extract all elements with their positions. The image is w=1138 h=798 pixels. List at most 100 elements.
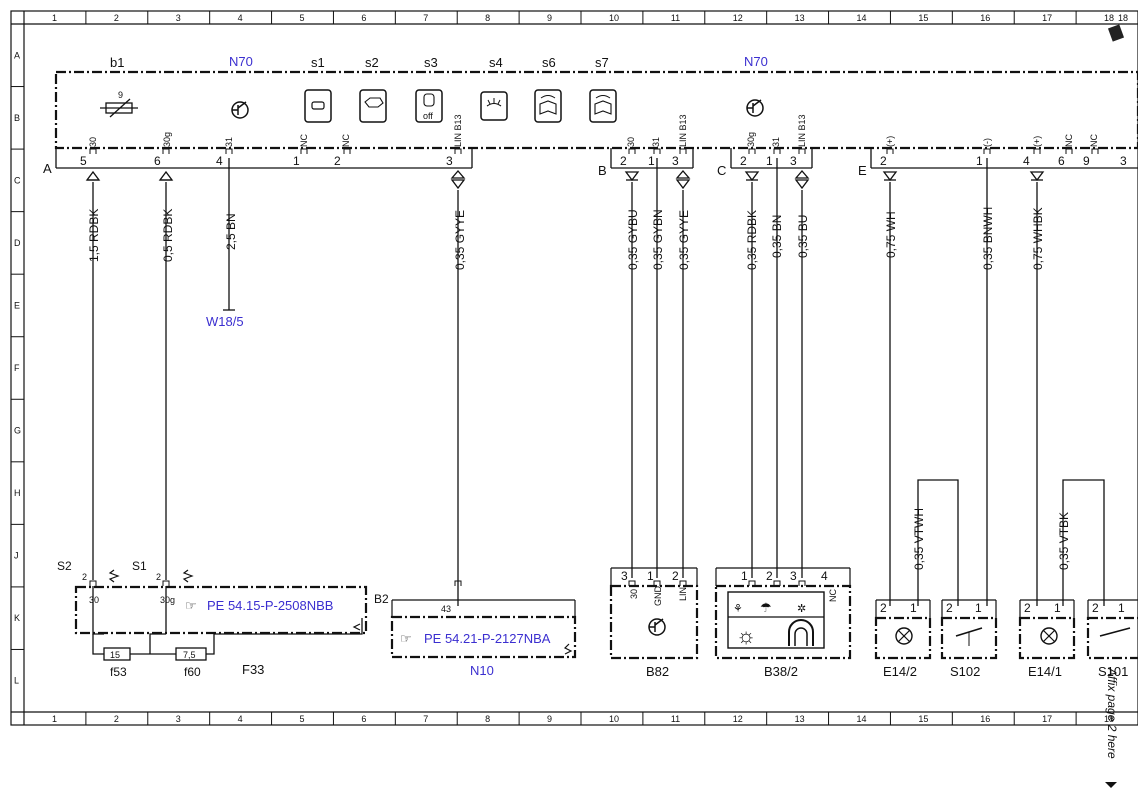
n10-pin: 43 bbox=[441, 604, 451, 614]
arrow-down-icon bbox=[1105, 782, 1117, 788]
wire-label-9: 0,35 BN bbox=[770, 215, 784, 258]
pin-num-e4: 4 bbox=[1023, 154, 1030, 168]
pin-label-31: 31 bbox=[224, 137, 234, 147]
wire-label-10: 0,35 BU bbox=[796, 215, 810, 258]
n10-reference-link[interactable]: PE 54.21-P-2127NBA bbox=[424, 631, 551, 646]
b382-p2: 2 bbox=[766, 569, 773, 583]
f33-s1-label: S1 bbox=[132, 559, 147, 573]
n10-label: N10 bbox=[470, 663, 494, 678]
pin-num-a4: 4 bbox=[216, 154, 223, 168]
col-number: 17 bbox=[1042, 714, 1052, 724]
row-letter: L bbox=[14, 676, 19, 686]
connector-b-label: B bbox=[598, 163, 607, 178]
f33-label: F33 bbox=[242, 662, 264, 677]
b382-box bbox=[714, 584, 852, 660]
b82-llin: LIN bbox=[678, 587, 688, 601]
row-letter: J bbox=[14, 551, 19, 561]
pin-label-e-plus2: (+) bbox=[1032, 136, 1042, 147]
switch-s6-icon bbox=[534, 89, 562, 123]
pin-stub bbox=[748, 580, 756, 586]
col-number: 5 bbox=[300, 13, 305, 23]
wire-label-1: 1,5 RDBK bbox=[87, 209, 101, 262]
row-letter: E bbox=[14, 300, 20, 310]
b82-box bbox=[609, 584, 699, 660]
b82-p3: 3 bbox=[621, 569, 628, 583]
s102-p2: 2 bbox=[946, 601, 953, 615]
pin-stub bbox=[886, 148, 894, 154]
s102-box bbox=[940, 616, 998, 660]
e142-p1: 1 bbox=[910, 601, 917, 615]
f33-pin2a: 2 bbox=[82, 572, 87, 582]
row-letter: D bbox=[14, 238, 21, 248]
pin-num-a5: 5 bbox=[80, 154, 87, 168]
pin-label-b31: 31 bbox=[651, 137, 661, 147]
n10-conn-label: B2 bbox=[374, 592, 389, 606]
label-s2: s2 bbox=[365, 55, 379, 70]
row-letter: G bbox=[14, 426, 21, 436]
pin-stub bbox=[454, 148, 462, 154]
wire-label-12: 0,35 BNWH bbox=[981, 207, 995, 270]
b382-p1: 1 bbox=[741, 569, 748, 583]
col-number: 6 bbox=[361, 13, 366, 23]
col-number: 4 bbox=[238, 13, 243, 23]
b82-transistor-icon bbox=[648, 618, 666, 636]
row-letter: B bbox=[14, 113, 20, 123]
connector-bidirectional-icon bbox=[675, 170, 691, 190]
e142-p2: 2 bbox=[880, 601, 887, 615]
label-s3: s3 bbox=[424, 55, 438, 70]
n10-box bbox=[390, 615, 577, 659]
pin-label-lin-a: LIN B13 bbox=[453, 114, 463, 147]
temperature-sensor-icon: 9 bbox=[100, 90, 138, 118]
wire-segment bbox=[206, 618, 363, 655]
fuse-f60-icon bbox=[175, 647, 207, 661]
e141-p2: 2 bbox=[1024, 601, 1031, 615]
col-number: 9 bbox=[547, 13, 552, 23]
pin-num-c3: 3 bbox=[790, 154, 797, 168]
pin-num-b1: 1 bbox=[648, 154, 655, 168]
wire-label-11: 0,75 WH bbox=[884, 211, 898, 258]
f33-reference-link[interactable]: PE 54.15-P-2508NBB bbox=[207, 598, 333, 613]
pin-num-e6: 6 bbox=[1058, 154, 1065, 168]
connector-arrow-icon bbox=[85, 170, 101, 181]
pin-stub bbox=[1065, 148, 1073, 154]
col-number: 5 bbox=[300, 714, 305, 724]
f33-box bbox=[74, 585, 368, 635]
pin-label-e-plus1: (+) bbox=[885, 136, 895, 147]
row-letter: K bbox=[14, 613, 20, 623]
wire-segment bbox=[1062, 479, 1105, 606]
pin-stub bbox=[628, 580, 636, 586]
row-letter: A bbox=[14, 50, 20, 60]
wire-label-8: 0,35 RDBK bbox=[745, 210, 759, 270]
b82-p2: 2 bbox=[672, 569, 679, 583]
relay-coil-icon bbox=[182, 569, 194, 583]
col-number: 18 bbox=[1104, 714, 1114, 724]
label-s6: s6 bbox=[542, 55, 556, 70]
switch-s2-icon bbox=[359, 89, 387, 123]
connector-c-label: C bbox=[717, 163, 726, 178]
connector-bidirectional-icon bbox=[794, 170, 810, 190]
col-number: 17 bbox=[1042, 13, 1052, 23]
label-s7: s7 bbox=[595, 55, 609, 70]
label-s1: s1 bbox=[311, 55, 325, 70]
pin-label-30g: 30g bbox=[162, 132, 172, 147]
switch-s7-icon bbox=[589, 89, 617, 123]
f33-pin30: 30 bbox=[89, 595, 99, 605]
connector-arrow-icon bbox=[1029, 171, 1045, 182]
col-number: 2 bbox=[114, 13, 119, 23]
col-number: 4 bbox=[238, 714, 243, 724]
b82-l30: 30 bbox=[629, 589, 639, 599]
b382-label: B38/2 bbox=[764, 664, 798, 679]
b82-lgnd: GND bbox=[653, 586, 663, 607]
col-number: 10 bbox=[609, 13, 619, 23]
pin-num-a1: 1 bbox=[293, 154, 300, 168]
transistor-icon bbox=[231, 101, 249, 119]
col-number: 15 bbox=[918, 714, 928, 724]
pin-stub bbox=[225, 148, 233, 154]
pin-label-e-nc1: NC bbox=[1064, 134, 1074, 147]
pin-stub bbox=[1033, 148, 1041, 154]
s101-p1: 1 bbox=[1118, 601, 1125, 615]
col-number: 6 bbox=[361, 714, 366, 724]
pin-label-e-minus: (-) bbox=[982, 138, 992, 147]
pin-stub bbox=[454, 580, 462, 586]
pin-stub bbox=[773, 148, 781, 154]
